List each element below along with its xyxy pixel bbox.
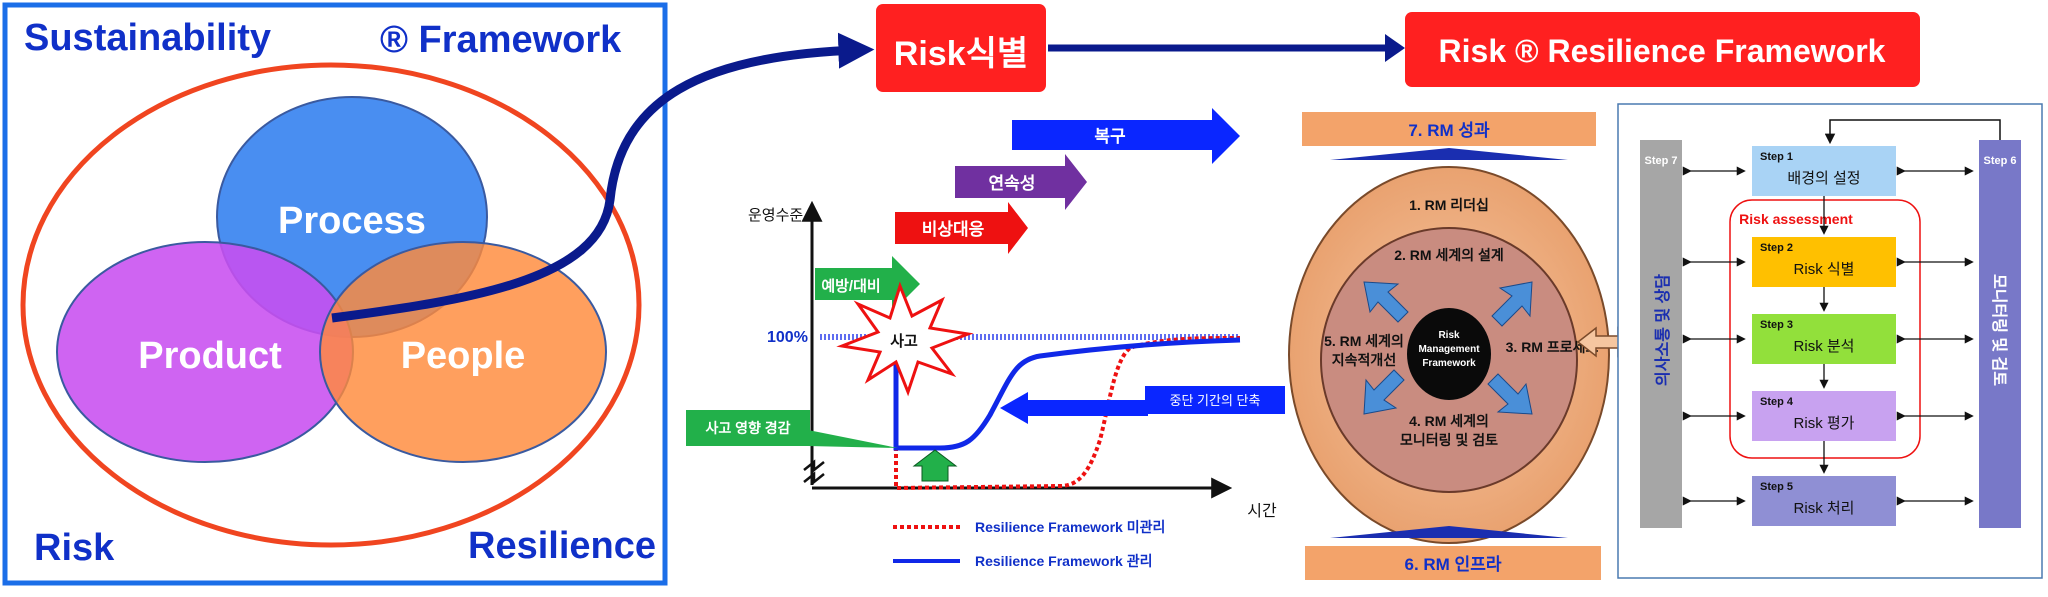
risk-assessment-frame — [1729, 199, 1921, 459]
center-circle — [1407, 308, 1491, 400]
sustainability-panel: Sustainability ® Framework Process Produ… — [2, 2, 668, 586]
title-sustainability: Sustainability — [24, 17, 271, 59]
top-triangle — [1330, 148, 1568, 160]
risk-identify-label: Risk식별 — [894, 35, 1028, 73]
cycle-arrow-1 — [1363, 281, 1409, 323]
curve-managed — [893, 300, 1241, 451]
risk-process-panel: Step 7 의사소통 및 상담 Step 6 모니터링 및 검토 Risk a… — [1617, 103, 2043, 579]
rm-leadership: 1. RM 리더십 — [1409, 197, 1489, 213]
legend-unmanaged-label: Resilience Framework 미관리 — [975, 519, 1165, 535]
reduce-downtime-box — [1145, 386, 1285, 414]
accident-label: 사고 — [890, 333, 918, 350]
step-4-label: Step 4 — [1760, 396, 1794, 408]
label-process: Process — [278, 200, 426, 242]
step-5-label: Step 5 — [1760, 481, 1793, 493]
step6-text: 모니터링 및 검토 — [1990, 274, 2009, 386]
rm-infra-label: 6. RM 인프라 — [1405, 555, 1502, 574]
loop-connector — [1824, 119, 2001, 145]
y-axis-label: 운영수준 — [748, 207, 803, 224]
arrow-recovery-label: 복구 — [1094, 127, 1126, 146]
header-connector-head — [1385, 34, 1405, 62]
step7-label: Step 7 — [1644, 155, 1677, 167]
step-2-box — [1752, 237, 1896, 287]
rm-performance-box — [1302, 112, 1596, 146]
step-3-label: Step 3 — [1760, 319, 1793, 331]
center-label-1: Risk — [1438, 330, 1460, 341]
legend-managed-label: Resilience Framework 관리 — [975, 553, 1153, 569]
arrow-prevention — [815, 256, 920, 312]
rm-process: 3. RM 프로세스 — [1506, 339, 1599, 355]
step-4-box — [1752, 391, 1896, 441]
curve-unmanaged — [894, 300, 1241, 491]
risk-assessment-label: Risk assessment — [1739, 211, 1853, 227]
mitigate-pointer — [808, 430, 898, 448]
step-2-label: Step 2 — [1760, 242, 1793, 254]
arrow-emergency — [895, 202, 1028, 254]
mitigate-impact-label: 사고 영향 경감 — [705, 420, 790, 436]
people-circle — [319, 241, 607, 463]
step-3-box — [1752, 314, 1896, 364]
step-1-label: Step 1 — [1760, 151, 1793, 163]
reduce-downtime-arrow — [1000, 392, 1148, 424]
center-label-2: Management — [1418, 344, 1480, 355]
step-5-text: Risk 처리 — [1794, 500, 1855, 517]
arrow-continuity-label: 연속성 — [989, 174, 1036, 193]
step-5-box — [1752, 476, 1896, 526]
bottom-triangle — [1330, 526, 1568, 538]
step-1-box — [1752, 146, 1896, 196]
risk-identify-box — [876, 4, 1046, 92]
label-people: People — [401, 335, 526, 377]
framework-title-label: Risk ® Resilience Framework — [1439, 33, 1886, 69]
resilience-response-chart: 운영수준 시간 100% 복구 연속성 비상대응 예방/대비 사고 중단 기간의… — [686, 108, 1285, 569]
cycle-arrow-4 — [1363, 369, 1405, 415]
risk-resilience-ellipse — [20, 62, 642, 548]
step-1-text: 배경의 설정 — [1787, 170, 1860, 187]
framework-title-box — [1405, 12, 1920, 87]
rm-design: 2. RM 세계의 설계 — [1394, 247, 1504, 263]
step-4-text: Risk 평가 — [1794, 415, 1855, 432]
rm-cycle: 7. RM 성과 Risk Management Framework 1. RM… — [1288, 112, 1610, 580]
label-product: Product — [138, 335, 282, 377]
label-resilience: Resilience — [468, 525, 656, 567]
connector-arrow — [331, 32, 875, 323]
rm-performance-label: 7. RM 성과 — [1408, 121, 1490, 140]
rm-infra-box — [1305, 546, 1601, 580]
cycle-arrow-2 — [1491, 281, 1533, 327]
arrow-emergency-label: 비상대응 — [922, 220, 985, 239]
rm-monitoring-1: 4. RM 세계의 — [1409, 413, 1489, 429]
mitigate-impact-box — [686, 410, 810, 446]
step6-bar — [1979, 140, 2021, 528]
x-axis-label: 시간 — [1247, 502, 1277, 520]
accident-burst — [836, 281, 974, 397]
rm-improve-2: 지속적개선 — [1332, 352, 1396, 368]
step7-text: 의사소통 및 상담 — [1653, 274, 1672, 386]
step-2-text: Risk 식별 — [1794, 261, 1855, 278]
arrow-recovery — [1012, 108, 1240, 164]
arrow-continuity — [955, 154, 1087, 210]
level-100: 100% — [767, 329, 808, 346]
rm-monitoring-2: 모니터링 및 검토 — [1400, 432, 1498, 448]
cycle-arrow-3 — [1487, 373, 1533, 415]
step7-bar — [1640, 140, 1682, 528]
label-risk: Risk — [34, 527, 115, 569]
reduce-downtime-label: 중단 기간의 단축 — [1170, 393, 1261, 408]
title-framework: ® Framework — [380, 19, 622, 61]
center-label-3: Framework — [1422, 358, 1476, 369]
rm-improve-1: 5. RM 세계의 — [1324, 333, 1404, 349]
axis-break-icon — [803, 459, 825, 485]
arrow-prevention-label: 예방/대비 — [821, 277, 880, 295]
up-arrow-icon — [912, 449, 958, 482]
step-3-text: Risk 분석 — [1794, 338, 1855, 355]
step6-label: Step 6 — [1983, 155, 2016, 167]
